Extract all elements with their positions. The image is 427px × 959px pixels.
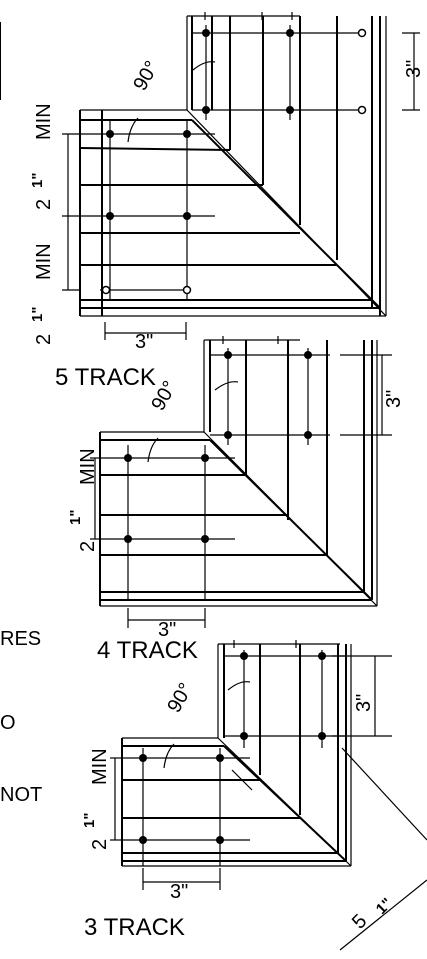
- five-track-label: 5 TRACK: [55, 364, 156, 391]
- five-track-two-upper: 2: [33, 199, 55, 210]
- five-track-right-dim: 3": [403, 60, 425, 78]
- three-track-min: MIN: [89, 748, 111, 785]
- four-track-label: 4 TRACK: [97, 637, 198, 664]
- five-track-min-upper: MIN: [33, 103, 55, 140]
- margin-text-not: NOT: [0, 784, 42, 806]
- five-track-bottom-dim: 3": [135, 331, 153, 353]
- three-track-corner: 3" 3" MIN 2 1" 90° 5 1" 3 TRACK: [81, 640, 427, 951]
- four-track-corner: 3" 3" MIN 2 1" 90° 4 TRACK: [67, 336, 405, 664]
- three-track-angle: 90°: [163, 679, 197, 716]
- four-track-half: 1": [67, 510, 84, 525]
- three-track-two: 2: [89, 839, 111, 850]
- three-track-label: 3 TRACK: [84, 914, 185, 941]
- five-track-angle: 90°: [129, 57, 163, 94]
- five-track-half-lower: 1": [29, 307, 46, 322]
- four-track-bottom-dim: 3": [158, 619, 176, 641]
- four-track-right-dim: 3": [383, 390, 405, 408]
- three-track-diag-five: 5: [348, 910, 371, 933]
- three-track-half: 1": [81, 813, 98, 828]
- three-track-diag-frac: 1": [373, 895, 396, 918]
- three-track-right-dim: 3": [353, 694, 375, 712]
- four-track-min: MIN: [77, 448, 99, 485]
- five-track-two-lower: 2: [33, 334, 55, 345]
- four-track-two: 2: [77, 541, 99, 552]
- five-track-min-lower: MIN: [33, 243, 55, 280]
- five-track-half-upper: 1": [29, 173, 46, 188]
- three-track-bottom-dim: 3": [170, 881, 188, 903]
- margin-text-o: O: [0, 712, 16, 734]
- five-track-corner: 3" 3" MIN 2 1" MIN 2 1" 90° 5 TRACK: [29, 12, 425, 391]
- margin-text-res: RES: [0, 628, 41, 650]
